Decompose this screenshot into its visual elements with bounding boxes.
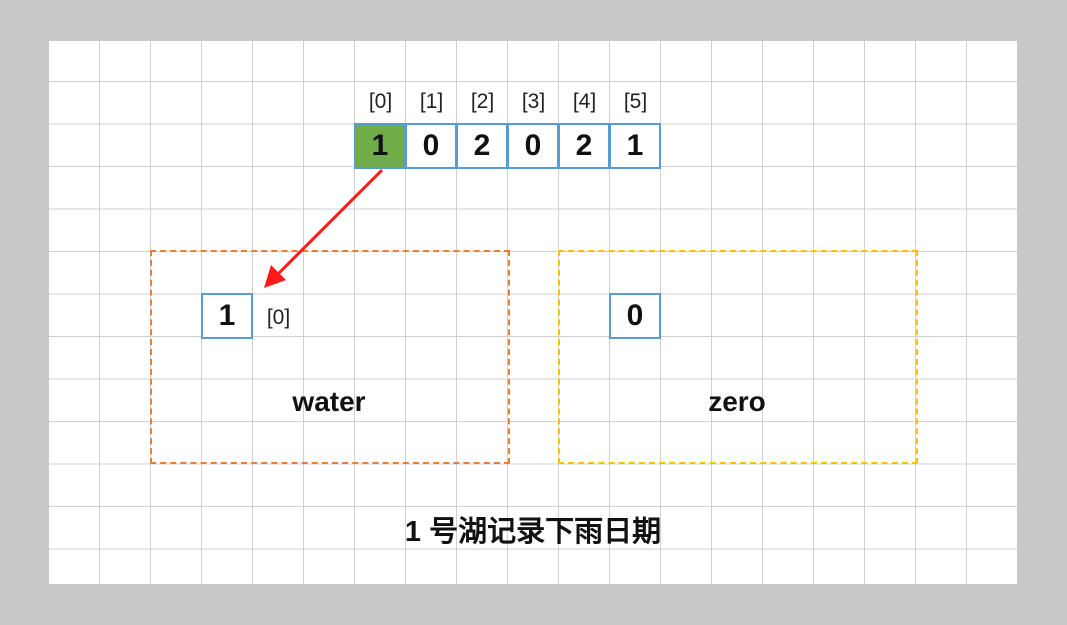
array-cell: 2	[456, 123, 508, 169]
water-box	[150, 250, 510, 464]
zero-cell: 0	[609, 293, 661, 339]
zero-box	[558, 250, 918, 464]
water-index: [0]	[266, 306, 291, 329]
array-index: [0]	[368, 90, 393, 113]
array-index: [2]	[470, 90, 495, 113]
array-cell-highlighted: 1	[354, 123, 406, 169]
caption: 1 号湖记录下雨日期	[404, 516, 662, 548]
array-cell: 2	[558, 123, 610, 169]
array-cell: 0	[507, 123, 559, 169]
water-cell: 1	[201, 293, 253, 339]
array-cell: 0	[405, 123, 457, 169]
water-label: water	[292, 386, 366, 417]
zero-label: zero	[708, 386, 766, 417]
array-index: [3]	[521, 90, 546, 113]
array-index: [4]	[572, 90, 597, 113]
array-cell: 1	[609, 123, 661, 169]
array-index: [1]	[419, 90, 444, 113]
array-index: [5]	[623, 90, 648, 113]
